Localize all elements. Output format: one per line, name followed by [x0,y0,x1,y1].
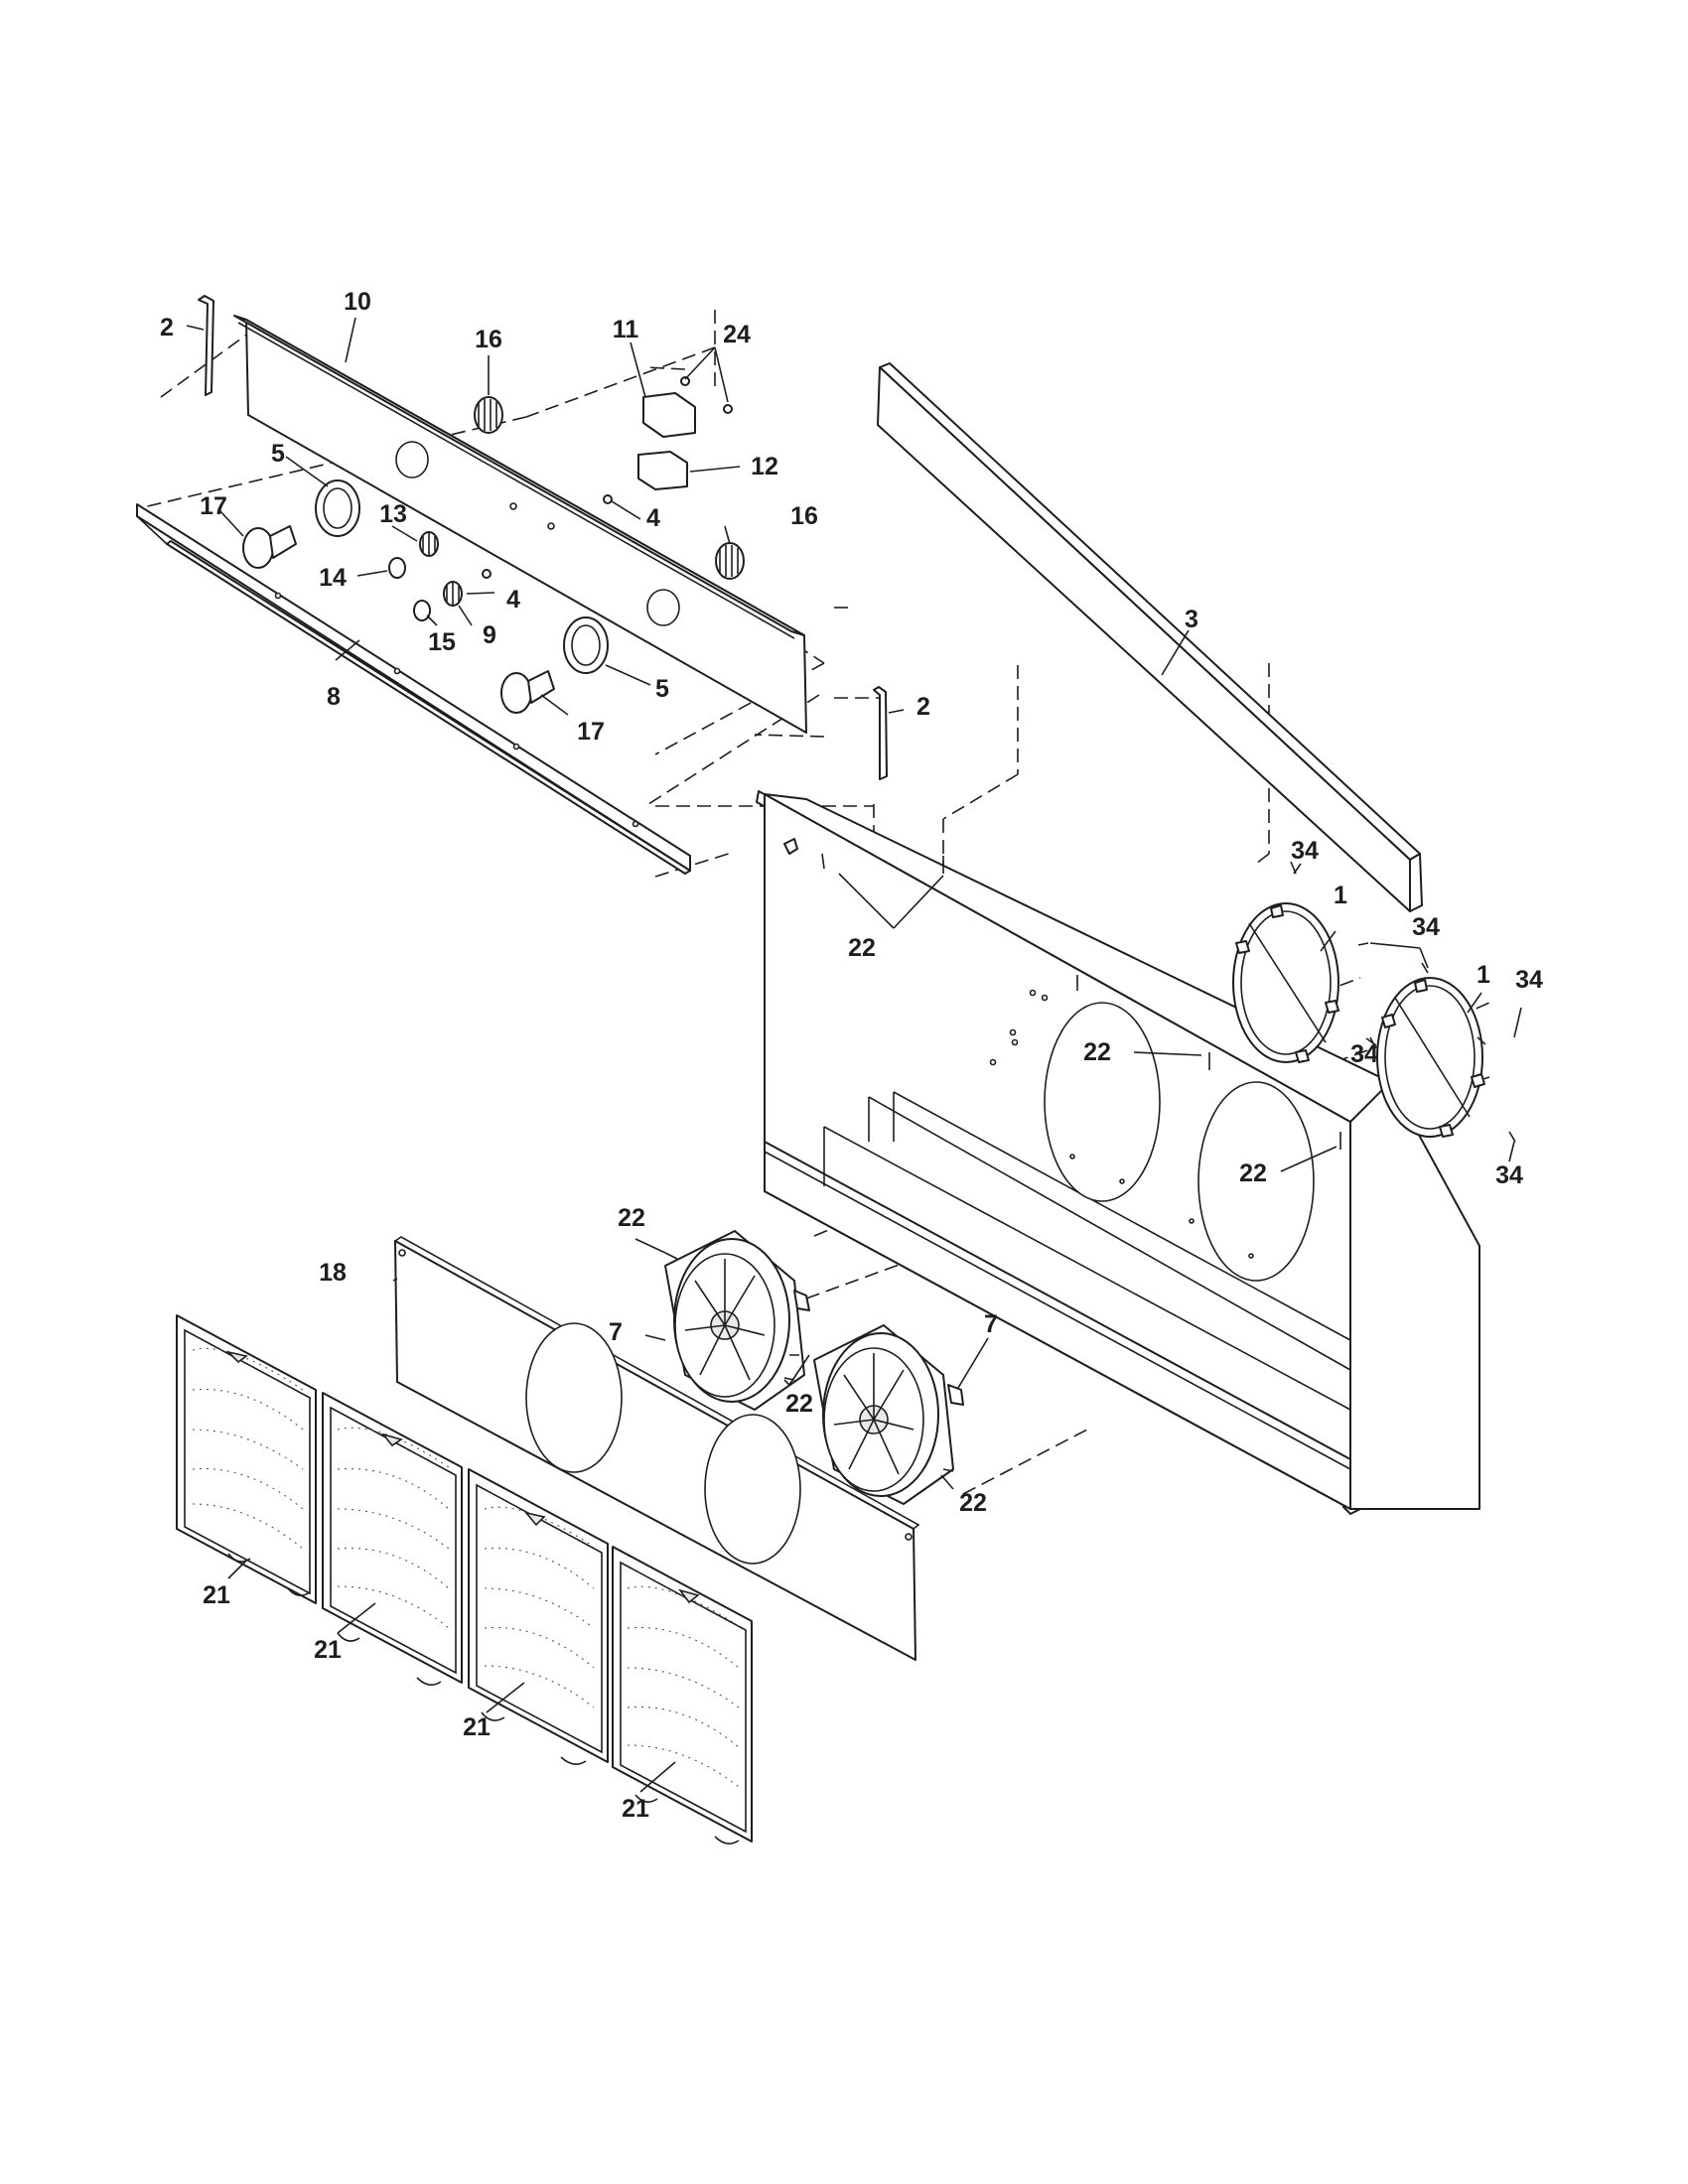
lens-part-15 [413,600,431,621]
callout-24: 24 [723,321,751,348]
screw-part-22 [664,853,1341,1472]
callout-21: 21 [463,1713,491,1741]
filter-feet [227,1553,740,1844]
callout-1: 1 [1477,961,1490,989]
filter-part-21-d [612,1546,753,1843]
fan-part-7-b [813,1324,964,1505]
lens-part-14 [388,557,406,579]
fan-part-7-a [664,1230,810,1411]
callout-22: 22 [848,934,876,962]
lamp-part-17-b [500,670,555,714]
fan-guard-part-1-a [1232,902,1339,1063]
callout-16: 16 [475,326,502,353]
knob-part-13 [419,531,439,557]
filter-part-21-b [322,1392,463,1684]
callout-34: 34 [1350,1040,1378,1068]
callout-22: 22 [618,1204,645,1232]
callout-34: 34 [1515,966,1543,994]
filter-part-21-c [468,1468,609,1763]
callout-21: 21 [314,1636,342,1664]
callout-17: 17 [200,492,227,520]
filter-part-21-a [176,1314,317,1604]
top-trim-part-3 [877,362,1423,912]
callout-17: 17 [577,718,605,746]
leader-lines [186,317,1522,1793]
callout-8: 8 [327,683,341,711]
callout-18: 18 [319,1259,347,1287]
callout-22: 22 [785,1390,813,1418]
callout-13: 13 [379,500,407,528]
knob-part-16-b [715,542,745,580]
callout-16: 16 [790,502,818,530]
callout-22: 22 [1239,1160,1267,1187]
callout-7: 7 [984,1310,998,1338]
control-panel-part-10 [233,315,807,734]
knob-part-9 [443,581,463,607]
screw-part-34 [1290,861,1516,1143]
callout-4: 4 [506,586,520,614]
callout-22: 22 [959,1489,987,1517]
bracket-part-11 [642,392,696,438]
screw-part-24 [680,376,733,414]
callout-4: 4 [646,504,660,532]
callout-2: 2 [160,314,174,341]
callout-22: 22 [1083,1038,1111,1066]
callout-21: 21 [203,1581,230,1609]
callout-11: 11 [613,316,639,343]
callout-12: 12 [751,453,778,480]
callout-15: 15 [428,628,456,656]
switch-part-12 [637,451,688,490]
front-panel-part-18 [394,1236,920,1661]
callout-3: 3 [1185,606,1198,633]
fan-guard-part-1-b [1376,977,1485,1138]
callout-14: 14 [319,564,347,592]
knob-part-16-a [474,396,503,434]
lamp-part-17-a [242,525,297,569]
callout-9: 9 [483,621,496,649]
screw-part-4 [482,494,613,579]
callout-7: 7 [609,1318,623,1346]
callout-34: 34 [1495,1161,1523,1189]
lower-bracket-part-8 [136,503,691,875]
main-housing [756,790,1480,1515]
lamp-ring-part-5-a [315,479,360,537]
lamp-ring-part-5-b [563,616,609,674]
end-clip-part-2 [198,295,888,780]
callout-34: 34 [1412,913,1440,941]
callout-21: 21 [622,1795,649,1823]
callout-5: 5 [655,675,669,703]
callout-5: 5 [271,440,285,468]
callout-10: 10 [344,288,371,316]
callout-numbers: 2 10 16 11 24 12 5 17 13 4 16 14 4 9 15 … [160,288,1543,1823]
callout-1: 1 [1334,882,1347,909]
callout-2: 2 [916,693,930,721]
callout-34: 34 [1291,837,1319,865]
